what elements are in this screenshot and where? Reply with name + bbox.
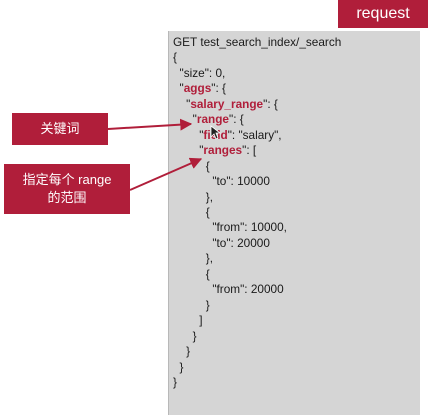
code-panel: GET test_search_index/_search { "size": … (168, 31, 420, 415)
code-line: "from": 20000 (173, 282, 284, 297)
code-line: { (173, 204, 210, 219)
code-line-close-brace: } (173, 374, 177, 389)
code-line: "to": 10000 (173, 174, 270, 189)
callout-ranges: 指定每个 range 的范围 (4, 164, 130, 214)
request-code-block: GET test_search_index/_search { "size": … (173, 35, 342, 389)
code-line-size: "size": 0, (173, 65, 226, 80)
code-line: { (173, 158, 210, 173)
code-key-salary-range: salary_range (190, 96, 264, 111)
code-line-field-rest: : "salary", (231, 127, 282, 142)
callout-keyword: 关键词 (12, 113, 108, 145)
callout-ranges-text-line-1: 指定每个 range (22, 172, 112, 187)
code-line-request: GET test_search_index/_search (173, 35, 342, 49)
code-line: } (173, 328, 197, 343)
code-line: ] (173, 313, 203, 328)
code-line: "to": 20000 (173, 235, 270, 250)
code-line-open-brace: { (173, 50, 177, 65)
code-key-range: range (196, 112, 229, 127)
code-line: }, (173, 251, 213, 266)
code-key-ranges: ranges (203, 143, 243, 158)
code-line: { (173, 266, 210, 281)
code-line: } (173, 297, 210, 312)
request-badge: request (338, 0, 428, 28)
code-line: } (173, 344, 191, 359)
code-line-range-rest: : { (233, 112, 244, 127)
code-key-aggs: aggs (183, 81, 212, 96)
callout-keyword-text: 关键词 (40, 121, 80, 136)
code-key-field: field (203, 127, 228, 142)
code-line-aggs-rest: : { (215, 81, 227, 96)
callout-ranges-text-line-2: 的范围 (47, 190, 87, 205)
code-line-salary-range-rest: : { (267, 96, 278, 111)
code-line: "from": 10000, (173, 220, 287, 235)
code-line: }, (173, 189, 213, 204)
code-line: } (173, 359, 184, 374)
code-line-ranges-rest: : [ (246, 143, 257, 158)
